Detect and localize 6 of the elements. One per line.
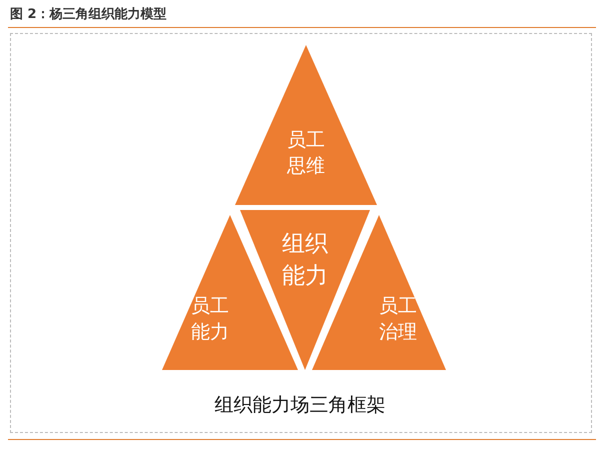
diagram-title: 图 2：杨三角组织能力模型 <box>10 6 167 23</box>
diagram-caption: 组织能力场三角框架 <box>214 393 386 418</box>
node-label: 员工治理 <box>378 294 418 345</box>
node-label: 员工思维 <box>286 128 326 179</box>
node-label: 员工能力 <box>190 294 230 345</box>
node-label: 组织能力 <box>281 230 329 291</box>
